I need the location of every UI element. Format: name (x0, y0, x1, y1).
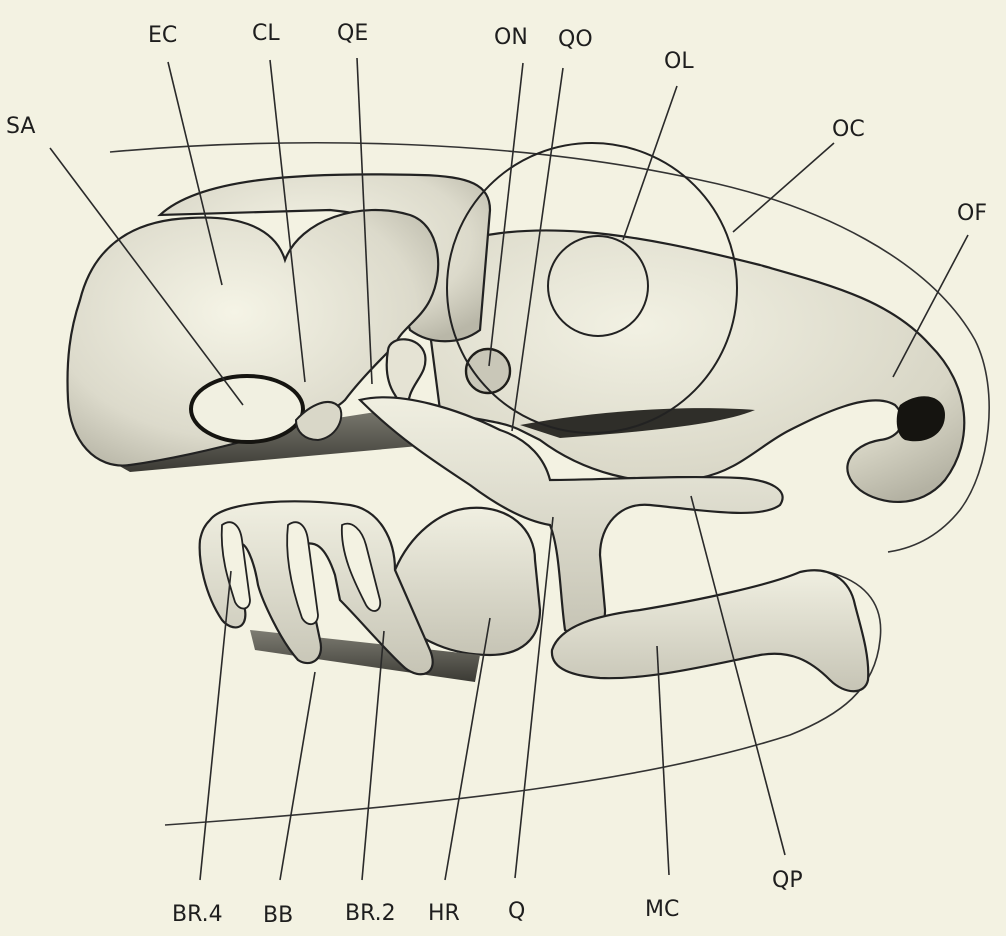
label-sa: SA (6, 114, 35, 139)
otic-process (387, 339, 426, 402)
label-oc: OC (832, 117, 865, 142)
leader-ol (623, 86, 677, 240)
label-bb: BB (263, 903, 293, 928)
label-qe: QE (337, 21, 368, 46)
label-q: Q (508, 899, 525, 924)
label-ec: EC (148, 23, 177, 48)
label-cl: CL (252, 21, 280, 46)
leader-oc (733, 143, 834, 232)
leader-bb (280, 672, 315, 880)
label-mc: MC (645, 897, 679, 922)
label-hr: HR (428, 901, 460, 926)
stapes-area (191, 376, 303, 442)
label-qo: QO (558, 27, 593, 52)
label-ol: OL (664, 49, 694, 74)
label-on: ON (494, 25, 528, 50)
leader-mc (657, 646, 669, 875)
label-of: OF (957, 201, 987, 226)
leader-br2 (362, 631, 384, 880)
leader-br4 (200, 571, 231, 880)
label-br2: BR.2 (345, 901, 396, 926)
label-br4: BR.4 (172, 902, 223, 927)
leader-qp (691, 496, 785, 855)
label-qp: QP (772, 868, 803, 893)
